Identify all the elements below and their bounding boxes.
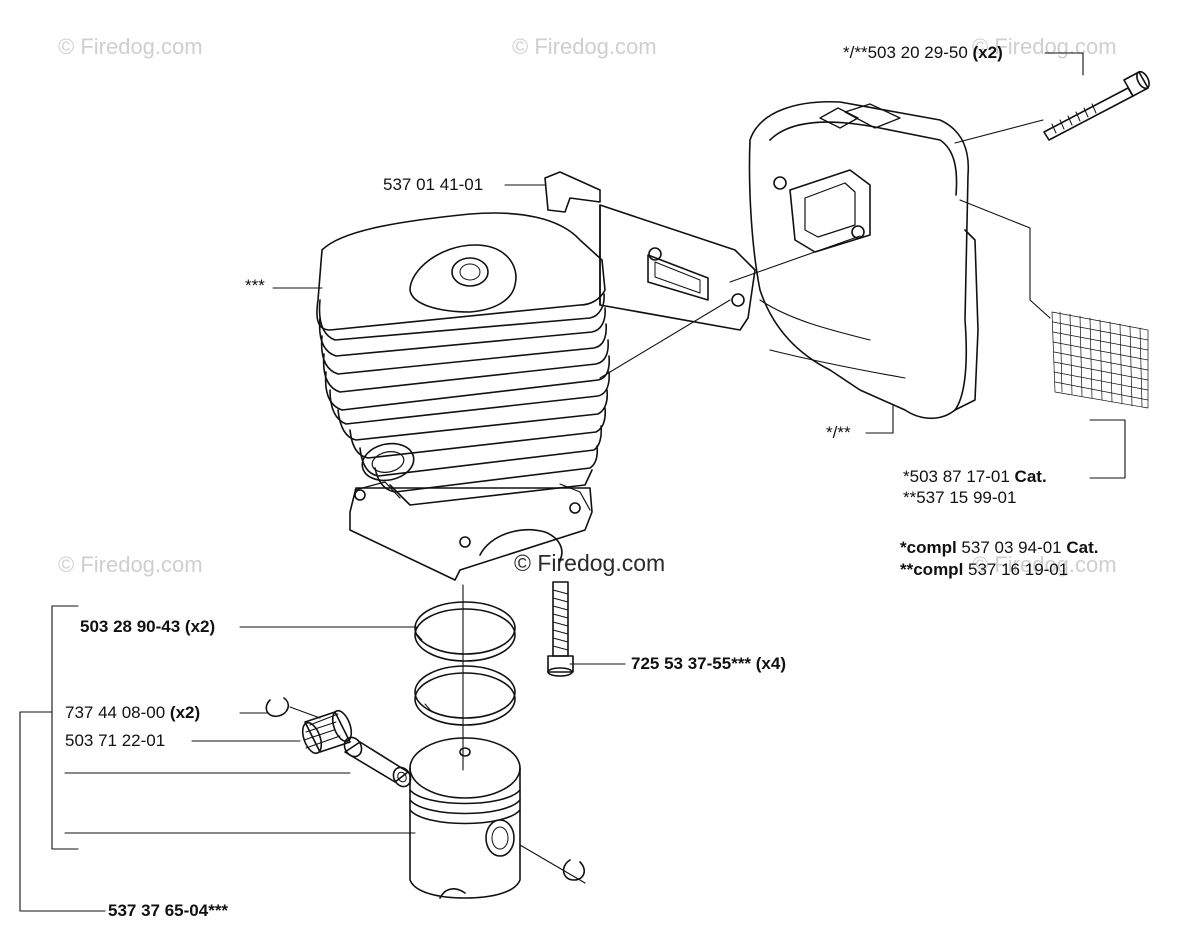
watermark-mid-left: © Firedog.com xyxy=(58,552,203,577)
cylinder-bolt xyxy=(547,581,574,677)
label-compl2-number: 537 16 19-01 xyxy=(963,560,1069,579)
label-compl1-prefix: *compl xyxy=(900,538,957,557)
label-compl2-prefix: **compl xyxy=(900,560,964,579)
label-cylinder-bolt: 725 53 37-55*** (x4) xyxy=(631,654,787,673)
watermark-top-left: © Firedog.com xyxy=(58,34,203,59)
label-compl-line1: *compl 537 03 94-01 Cat. xyxy=(900,538,1098,558)
label-circlip-number: 737 44 08-00 xyxy=(65,703,170,722)
label-muffler-bolt: */**503 20 29-50 (x2) xyxy=(843,43,1003,63)
piston-ring-upper xyxy=(414,601,516,662)
muffler-bolt xyxy=(1043,70,1150,141)
label-screen-number: *503 87 17-01 xyxy=(903,467,1015,486)
label-muffler-bolt-qty: (x2) xyxy=(972,43,1003,62)
label-screen-cat: Cat. xyxy=(1014,467,1047,486)
label-cylinder: *** xyxy=(245,276,265,295)
label-muffler: */** xyxy=(826,423,851,442)
cylinder xyxy=(316,212,611,581)
bracket-plate xyxy=(544,171,756,331)
spark-screen xyxy=(1051,311,1149,409)
muffler-body xyxy=(748,100,979,420)
label-circlip-qty: (x2) xyxy=(169,703,201,722)
label-kit: 537 37 65-04*** xyxy=(108,901,229,920)
watermark-mid-right: © Firedog.com xyxy=(972,552,1117,577)
circlip-upper xyxy=(265,697,290,718)
label-compl-line2: **compl 537 16 19-01 xyxy=(900,560,1068,580)
piston xyxy=(409,737,521,899)
label-compl1-number: 537 03 94-01 xyxy=(956,538,1067,557)
label-compl1-cat: Cat. xyxy=(1066,538,1099,557)
piston-ring-lower xyxy=(414,665,516,726)
label-screen-line2: **537 15 99-01 xyxy=(903,488,1017,507)
needle-bearing xyxy=(301,709,353,755)
label-bracket: 537 01 41-01 xyxy=(383,175,484,194)
leader-lines xyxy=(19,52,1126,912)
label-muffler-bolt-number: */**503 20 29-50 xyxy=(843,43,973,62)
circlip-lower xyxy=(562,859,586,881)
watermark-top-right: © Firedog.com xyxy=(972,34,1117,59)
label-circlip: 737 44 08-00 (x2) xyxy=(65,703,200,723)
label-piston-rings: 503 28 90-43 (x2) xyxy=(80,617,216,636)
label-screen-line1: *503 87 17-01 Cat. xyxy=(903,467,1047,487)
watermark-mid-center: © Firedog.com xyxy=(514,550,666,576)
watermark-top-center: © Firedog.com xyxy=(512,34,657,59)
wrist-pin xyxy=(343,736,412,788)
label-bearing: 503 71 22-01 xyxy=(65,731,166,750)
